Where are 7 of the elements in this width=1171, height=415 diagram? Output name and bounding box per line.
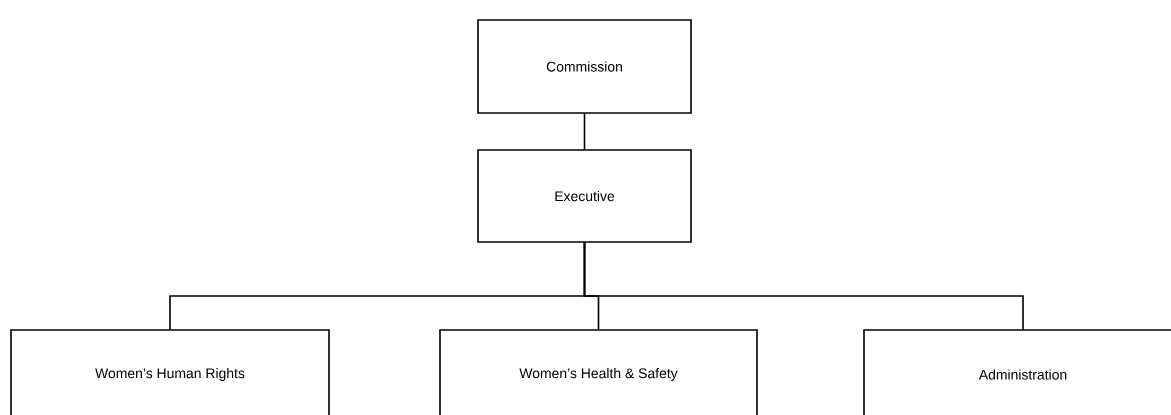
connector-line [583,241,1024,331]
org-box: Women’s Health & Safety [439,329,758,415]
connector-line [583,112,586,151]
org-box: Executive [477,149,692,243]
org-box: Commission [477,19,692,114]
org-box: Administration [863,329,1171,415]
org-box: Women’s Human Rights [10,329,330,415]
